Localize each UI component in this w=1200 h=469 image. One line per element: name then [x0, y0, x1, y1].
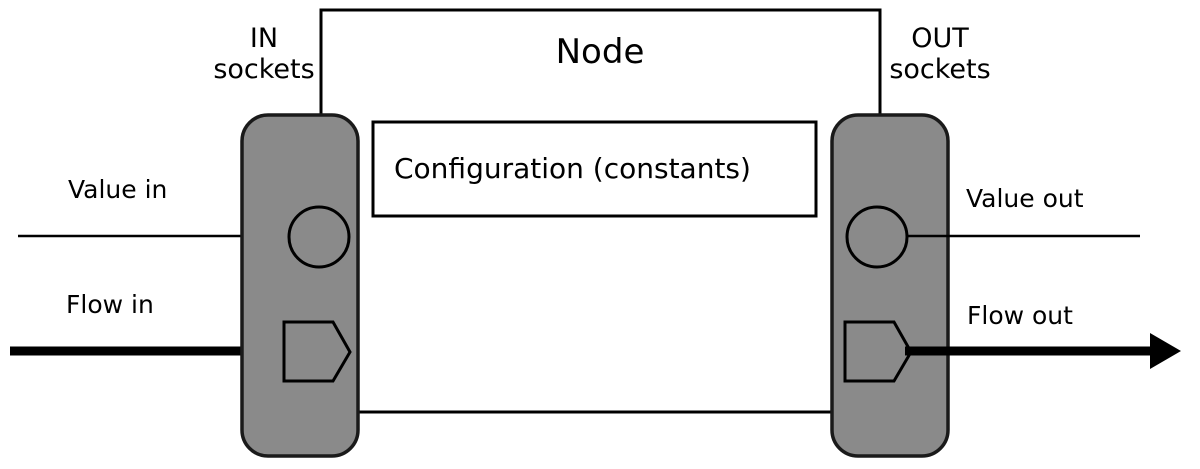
in-value-circle-socket-icon[interactable]: [287, 205, 351, 269]
out-socket-panel[interactable]: [830, 113, 950, 458]
configuration-label: Configuration (constants): [394, 152, 751, 185]
in-flow-pentagon-socket-icon[interactable]: [282, 320, 352, 383]
out-sockets-label-line1: OUT: [911, 23, 969, 54]
configuration-box: [371, 120, 818, 218]
value-in-label: Value in: [68, 175, 167, 204]
in-sockets-label-line1: IN: [250, 23, 278, 54]
flow-out-arrow-right-icon: [1150, 333, 1181, 369]
in-sockets-label-line2: sockets: [213, 54, 314, 85]
flow-out-label: Flow out: [967, 301, 1073, 330]
flow-in-label: Flow in: [66, 290, 154, 319]
out-flow-pentagon-socket-icon[interactable]: [843, 320, 913, 383]
value-out-label: Value out: [966, 184, 1084, 213]
out-sockets-label-line2: sockets: [889, 54, 990, 85]
node-outline-top: [319, 8, 882, 115]
page-title: Node: [556, 32, 645, 72]
in-socket-panel[interactable]: [240, 113, 360, 458]
